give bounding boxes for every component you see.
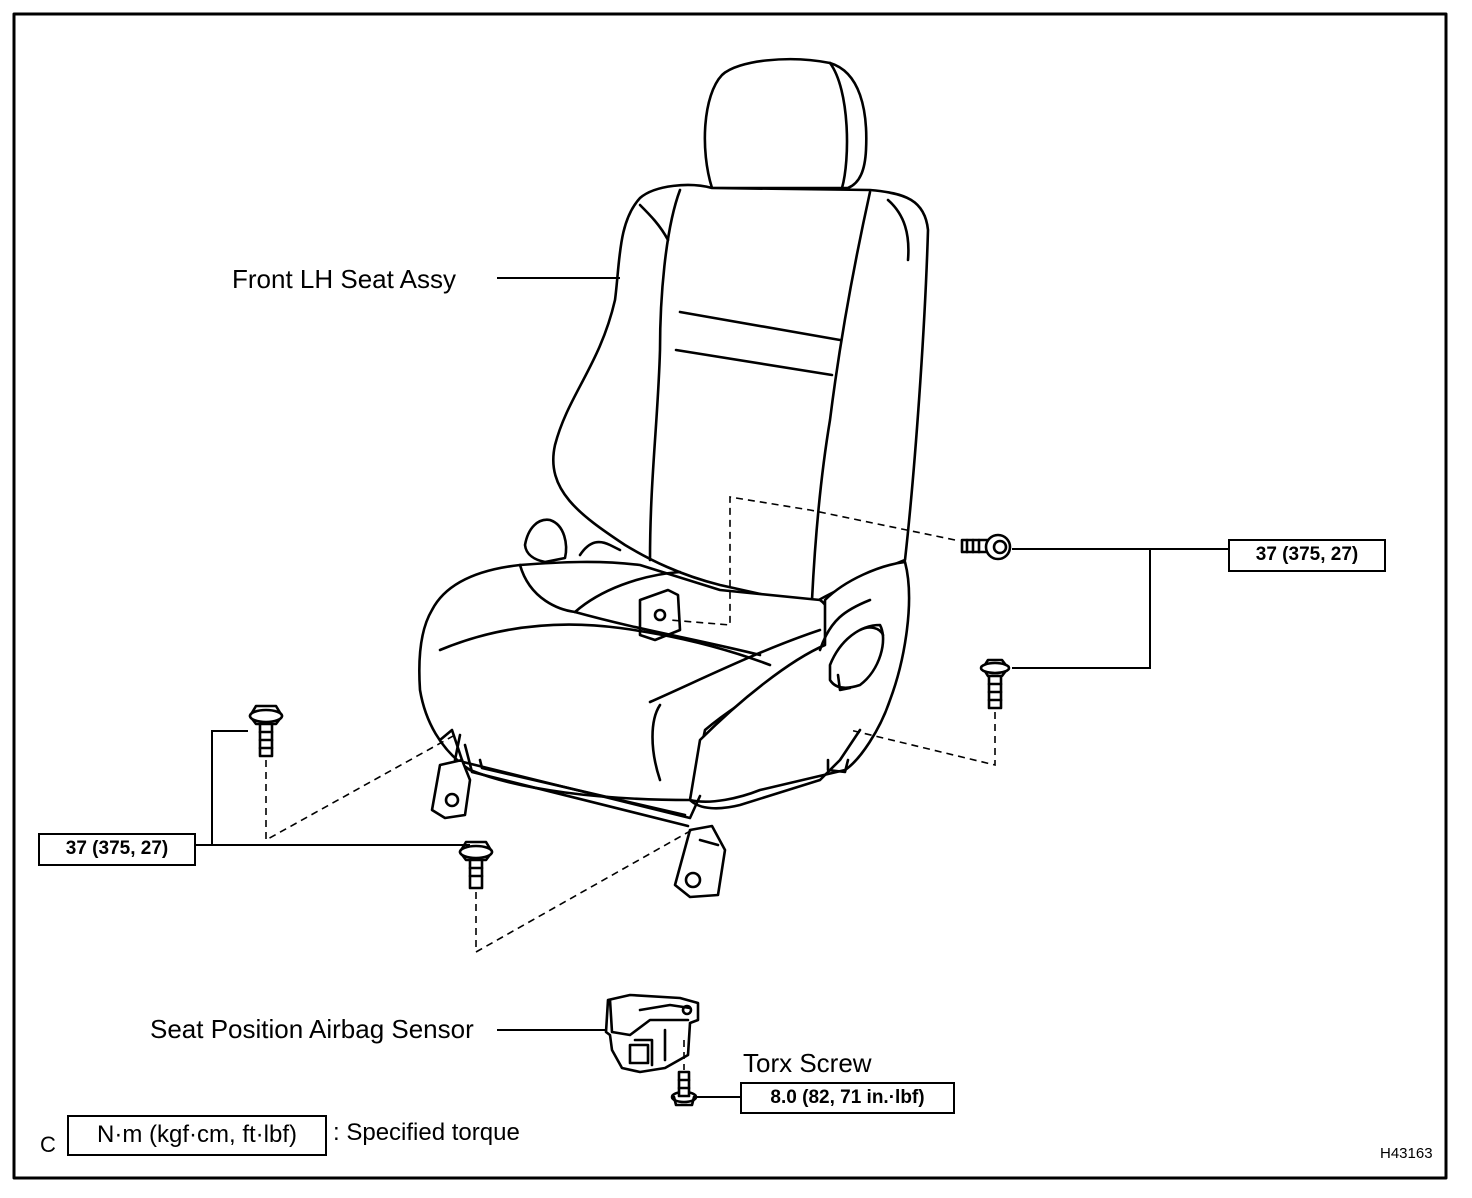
seat-position-airbag-sensor-drawing bbox=[604, 993, 700, 1074]
legend-letter: C bbox=[40, 1132, 56, 1157]
torque-spec-torx-screw: 8.0 (82, 71 in.·lbf) bbox=[740, 1082, 955, 1114]
torque-spec-left-bolts: 37 (375, 27) bbox=[38, 833, 196, 866]
figure-code: H43163 bbox=[1380, 1145, 1433, 1162]
torx-screw-label: Torx Screw bbox=[743, 1048, 872, 1078]
legend-unit-box: N·m (kgf·cm, ft·lbf) bbox=[67, 1115, 327, 1156]
torx-screw-drawing bbox=[670, 1070, 698, 1107]
bolt-rear-right-horizontal bbox=[960, 533, 1012, 561]
front-lh-seat-assy-label: Front LH Seat Assy bbox=[232, 264, 456, 294]
leader-lines bbox=[196, 277, 1228, 1098]
figure-frame bbox=[12, 12, 1448, 1180]
bolt-rear-right-vertical bbox=[979, 658, 1011, 710]
bolt-left-rear-vertical bbox=[248, 704, 284, 758]
seat-position-airbag-sensor-label: Seat Position Airbag Sensor bbox=[150, 1014, 474, 1044]
dashed-install-lines bbox=[265, 496, 996, 1070]
legend-description: : Specified torque bbox=[333, 1119, 520, 1146]
bolt-left-front-vertical bbox=[458, 840, 494, 890]
torque-spec-right-bolts: 37 (375, 27) bbox=[1228, 539, 1386, 572]
front-lh-seat-drawing bbox=[418, 57, 930, 899]
